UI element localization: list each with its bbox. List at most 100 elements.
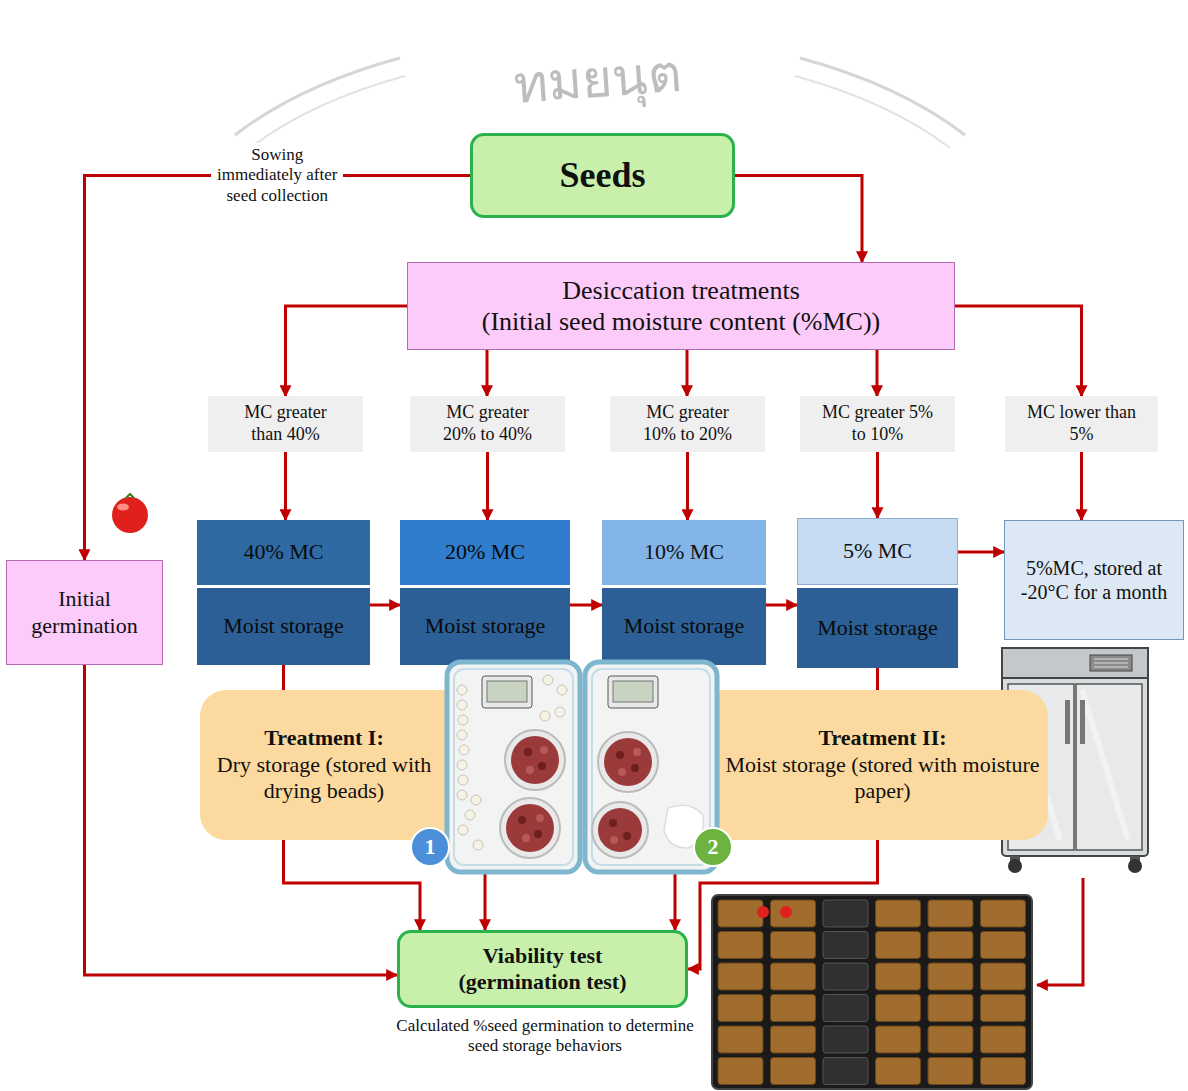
node-text: Desiccation treatments [562,275,800,306]
watermark-arc-part [235,58,400,135]
watermark-arc-part [800,58,965,135]
flow-arrow [958,551,1004,554]
tray-cell [876,995,921,1022]
tray-cell [876,963,921,990]
flow-arrow [286,306,408,396]
node-text: 20% MC [445,539,525,565]
tray-cell [718,963,763,990]
node-text: MC greater 20% to 40% [430,402,545,445]
tomato-icon-part [126,494,134,498]
tray-cell [876,900,921,927]
flow-arrow [570,604,602,607]
edge-label: Sowing immediately after seed collection [211,143,343,208]
node-text: MC greater 10% to 20% [630,402,745,445]
range-box: MC greater 5% to 10% [800,396,955,452]
dry-storage-photo-part [473,840,483,850]
tray-cell [771,995,816,1022]
freezer-box: 5%MC, stored at -20°C for a month [1004,520,1184,640]
tray-cell [876,1026,921,1053]
watermark-arc-part [250,76,405,148]
node-text: 2 [708,834,719,860]
viability-box: Viability test(germination test) [397,930,688,1008]
tray-cell [928,900,973,927]
flow-arrow [370,604,400,607]
tomato-icon-part [112,497,148,533]
start-box: Seeds [470,133,735,218]
freezer-illustration-part [1094,659,1128,667]
tray-cell [981,1058,1026,1085]
seedling-dot [780,906,792,918]
germination-tray [712,895,1032,1089]
node-text: MC greater 5% to 10% [820,402,935,445]
tomato-icon [112,494,148,533]
tray-cell [981,932,1026,959]
tray-cell [823,1026,868,1053]
node-text: (germination test) [458,969,626,995]
tray-cell [771,900,816,927]
node-text: Moist storage [425,613,545,639]
node-text: Seeds [559,154,645,197]
tray-cell [876,1058,921,1085]
tray-cell [928,995,973,1022]
moisture-box: 20% MC [400,520,570,585]
flow-arrow [284,452,287,520]
tray-cell [876,932,921,959]
tray-cell [771,963,816,990]
node-text: Moist storage [223,613,343,639]
freezer-illustration-part [1080,700,1085,744]
treatment-heading: Treatment II: [818,725,946,751]
freezer-illustration-part [1130,856,1140,862]
node-text: 1 [425,834,436,860]
tray-cell [981,963,1026,990]
tray-cell [928,1058,973,1085]
freezer-illustration-part [1065,700,1070,744]
treatment-box: Desiccation treatments(Initial seed mois… [407,262,955,350]
moisture-box: 5% MC [797,518,958,585]
tray-cell [981,995,1026,1022]
tray-cell [718,932,763,959]
node-text: 5%MC, stored at -20°C for a month [1017,556,1171,604]
tray-cell [928,932,973,959]
moisture-box: 40% MC [197,520,370,585]
storage-box: Moist storage [602,588,766,665]
tray-cell [823,1058,868,1085]
tray-cell [981,1026,1026,1053]
tray-cell [718,1058,763,1085]
range-box: MC lower than 5% [1005,396,1158,452]
germination-box: Initial germination [6,560,163,665]
node-text: 10% MC [644,539,724,565]
tray-cell [928,1026,973,1053]
node-text: 40% MC [243,539,323,565]
storage-box: Moist storage [197,588,370,665]
tray-cell [823,963,868,990]
flow-arrow [876,350,879,396]
node-text: MC lower than 5% [1025,402,1138,445]
tray-cell [771,932,816,959]
treatment-column: Treatment II:Moist storage (stored with … [725,690,1040,840]
tray-cell [718,1026,763,1053]
flow-arrow [766,604,797,607]
node-text: MC greater than 40% [228,402,343,445]
freezer-illustration-part [1090,655,1132,671]
treatment-band: Treatment I:Dry storage (stored with dry… [200,690,1048,840]
tray-cell [823,932,868,959]
flow-arrow [85,176,471,561]
tray-cell [718,900,763,927]
freezer-to-tray-arrow-part [1037,878,1083,985]
range-box: MC greater 10% to 20% [610,396,765,452]
seedling-dot [757,906,769,918]
treatment-column: Treatment I:Dry storage (stored with dry… [208,690,440,840]
flow-arrow [1080,452,1083,520]
flow-arrow [955,306,1082,396]
freezer-illustration-part [1076,684,1142,850]
flow-arrow [686,350,689,396]
freezer-illustration-part [1002,648,1148,678]
node-text: (Initial seed moisture content (%MC)) [482,306,881,337]
germination-tray-part [712,895,1032,1089]
callout-number: 2 [693,827,733,867]
tray-cell [823,995,868,1022]
node-text: Initial germination [19,586,150,639]
note-text: Calculated %seed germination to determin… [395,1016,695,1057]
storage-box: Moist storage [797,588,958,668]
